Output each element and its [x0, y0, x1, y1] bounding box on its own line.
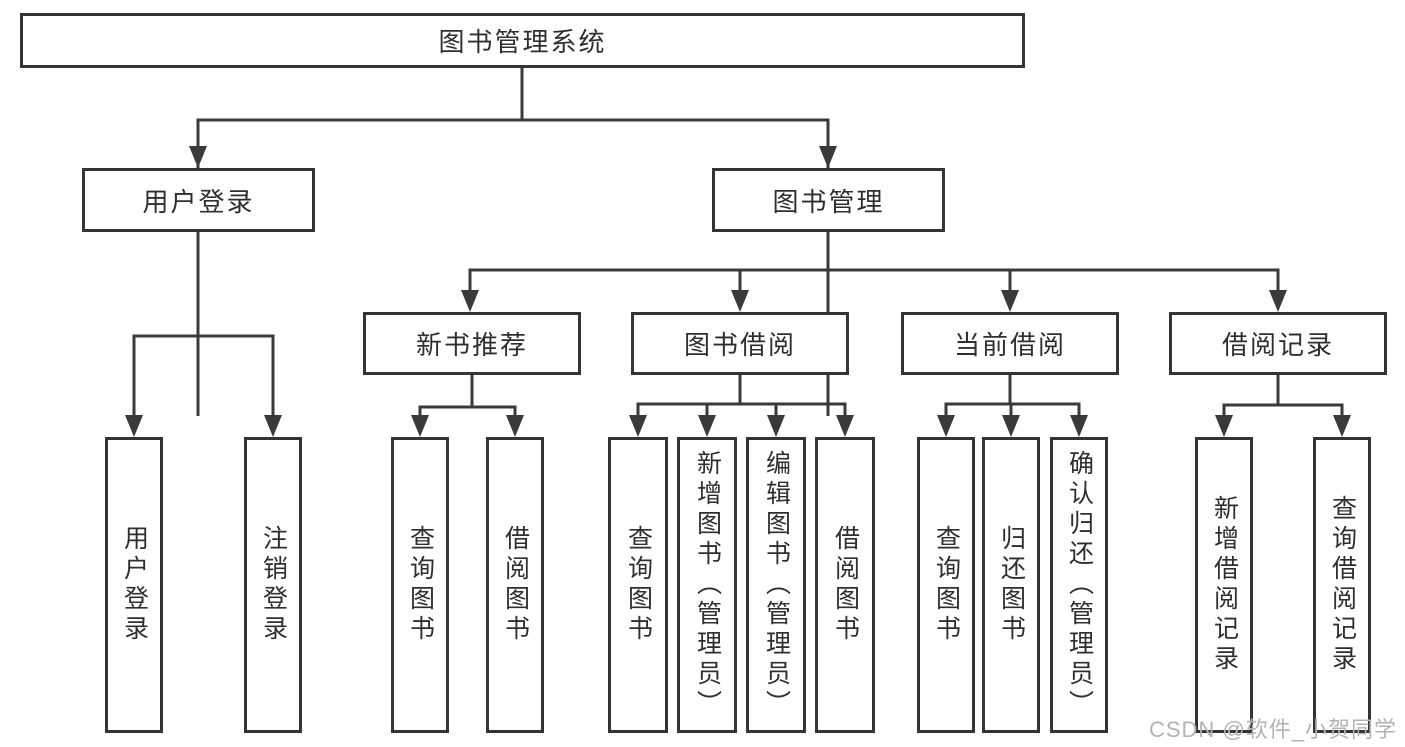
leaf-label: 确认归还（管理员） — [1065, 450, 1094, 720]
node-label: 图书管理 — [772, 186, 885, 217]
arrowhead-icon — [1001, 290, 1019, 312]
arrowhead-icon — [836, 415, 854, 437]
leaf-logout: 注销登录 — [244, 437, 302, 733]
arrowhead-icon — [1002, 415, 1020, 437]
arrowhead-icon — [189, 146, 207, 168]
node-label: 新书推荐 — [415, 330, 528, 360]
connector-login-to-leaves — [125, 230, 282, 437]
connector-recommend-to-leaves — [411, 373, 524, 437]
node-label: 图书管理系统 — [438, 27, 607, 57]
arrowhead-icon — [629, 415, 647, 437]
node-library-system: 图书管理系统 — [20, 13, 1025, 68]
leaf-return-books: 归还图书 — [982, 437, 1040, 733]
leaf-label: 注销登录 — [259, 525, 288, 645]
leaf-label: 新增图书（管理员） — [693, 450, 722, 720]
leaf-label: 查询图书 — [624, 525, 653, 645]
leaf-label: 借阅图书 — [501, 525, 530, 645]
node-book-borrowing: 图书借阅 — [631, 312, 849, 375]
leaf-borrow-books-recommend: 借阅图书 — [486, 437, 544, 733]
arrowhead-icon — [506, 415, 524, 437]
connector-mgmt-to-level3 — [461, 230, 1287, 312]
arrowhead-icon — [264, 415, 282, 437]
node-book-management: 图书管理 — [712, 168, 945, 232]
csdn-watermark: CSDN @软件_小贺同学 — [1148, 717, 1397, 742]
leaf-label: 编辑图书（管理员） — [762, 450, 791, 720]
leaf-user-login: 用户登录 — [105, 437, 163, 733]
leaf-query-books-current: 查询图书 — [917, 437, 975, 733]
arrowhead-icon — [698, 415, 716, 437]
arrowhead-icon — [767, 415, 785, 437]
leaf-add-book-admin: 新增图书（管理员） — [677, 437, 737, 733]
node-label: 当前借阅 — [953, 330, 1066, 360]
leaf-label: 查询图书 — [932, 525, 961, 645]
arrowhead-icon — [1215, 415, 1233, 437]
leaf-label: 借阅图书 — [831, 525, 860, 645]
arrowhead-icon — [937, 415, 955, 437]
leaf-label: 归还图书 — [997, 525, 1026, 645]
leaf-borrow-books-borrowing: 借阅图书 — [815, 437, 875, 733]
node-new-book-recommendation: 新书推荐 — [363, 312, 581, 375]
leaf-edit-book-admin: 编辑图书（管理员） — [746, 437, 806, 733]
arrowhead-icon — [411, 415, 429, 437]
leaf-confirm-return-admin: 确认归还（管理员） — [1050, 437, 1108, 733]
leaf-query-books-recommend: 查询图书 — [391, 437, 449, 733]
leaf-label: 查询图书 — [406, 525, 435, 645]
node-user-login: 用户登录 — [82, 168, 315, 232]
leaf-add-borrow-record: 新增借阅记录 — [1195, 437, 1253, 733]
arrowhead-icon — [125, 415, 143, 437]
connector-records-to-leaves — [1215, 373, 1351, 437]
arrowhead-icon — [731, 290, 749, 312]
leaf-label: 查询借阅记录 — [1328, 495, 1357, 675]
arrowhead-icon — [819, 146, 837, 168]
node-borrowing-records: 借阅记录 — [1169, 312, 1387, 375]
arrowhead-icon — [1070, 415, 1088, 437]
connector-current-to-leaves — [937, 373, 1088, 437]
node-current-borrowing: 当前借阅 — [901, 312, 1119, 375]
node-label: 借阅记录 — [1221, 330, 1334, 360]
leaf-label: 新增借阅记录 — [1210, 495, 1239, 675]
leaf-query-books-borrowing: 查询图书 — [608, 437, 668, 733]
leaf-label: 用户登录 — [120, 525, 149, 645]
node-label: 图书借阅 — [683, 330, 796, 360]
arrowhead-icon — [1333, 415, 1351, 437]
connector-borrowing-to-leaves — [629, 373, 854, 437]
node-label: 用户登录 — [142, 186, 255, 217]
arrowhead-icon — [1269, 290, 1287, 312]
arrowhead-icon — [461, 290, 479, 312]
leaf-query-borrow-record: 查询借阅记录 — [1313, 437, 1371, 733]
